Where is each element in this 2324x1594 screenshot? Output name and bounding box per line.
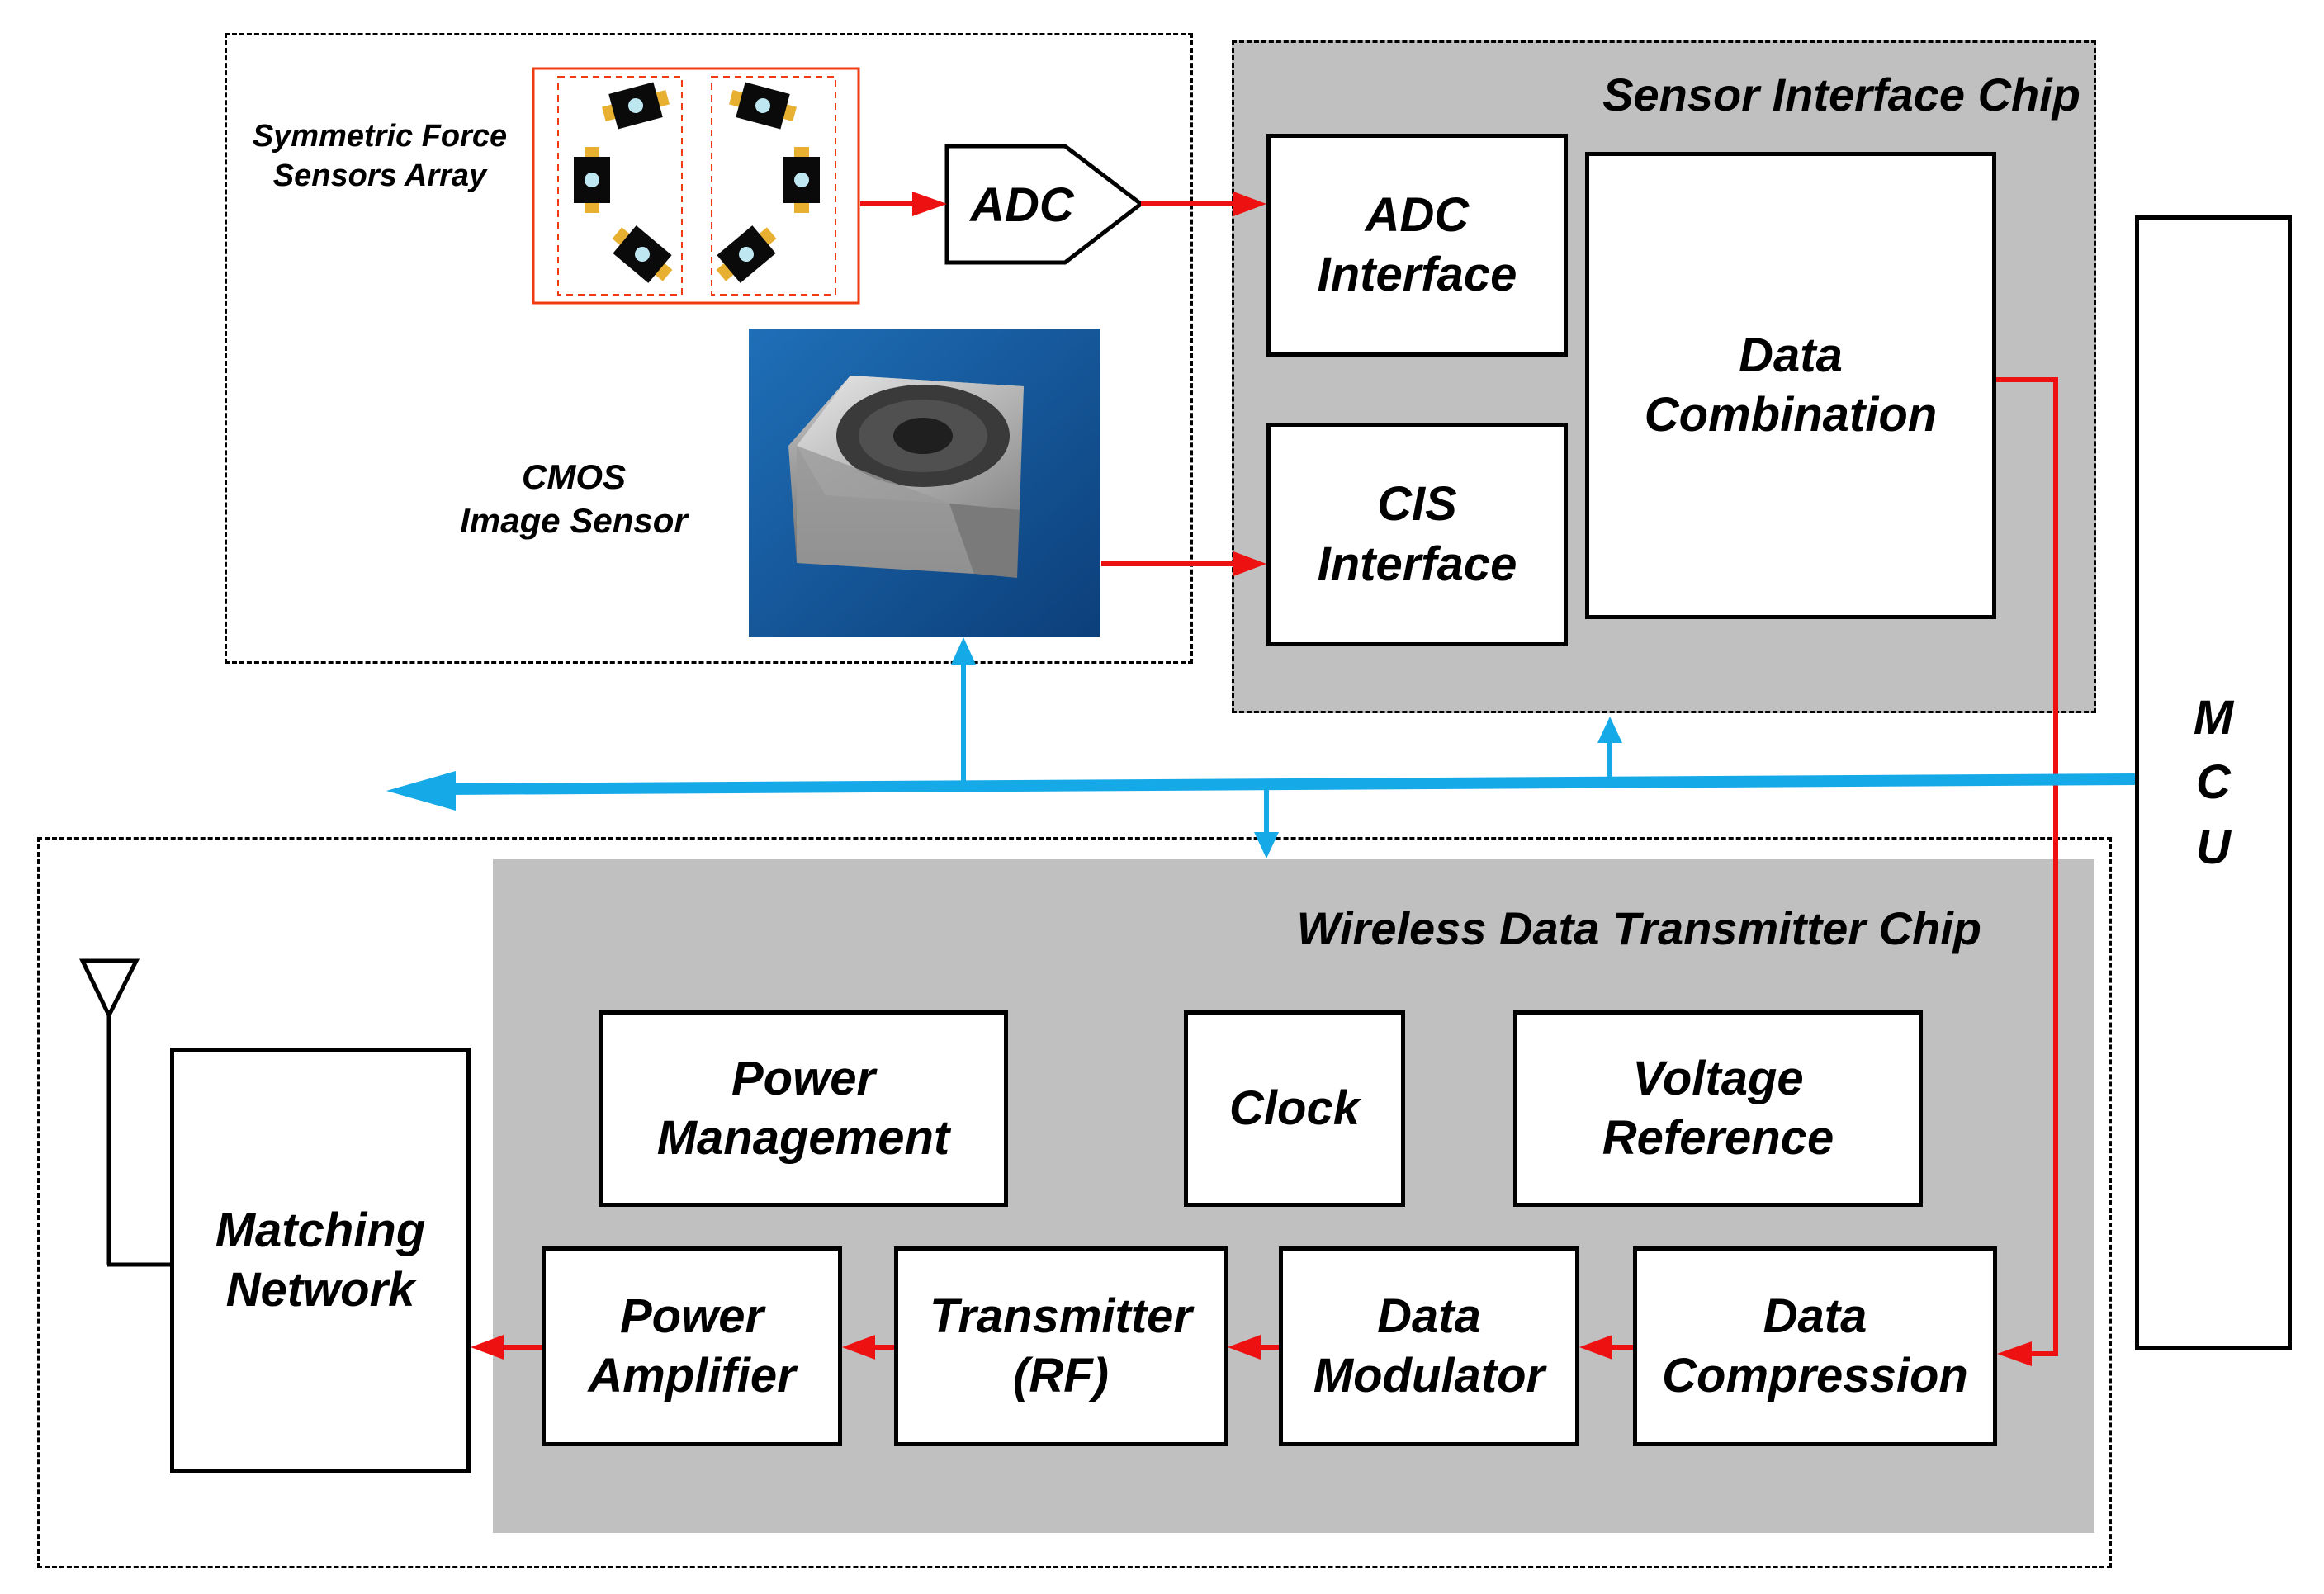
force-sensor-array-image — [532, 67, 860, 305]
matching-network-block: Matching Network — [170, 1048, 471, 1473]
power-amplifier-block: Power Amplifier — [542, 1246, 842, 1446]
data-compression-block: Data Compression — [1633, 1246, 1997, 1446]
cmos-image-sensor-image — [749, 329, 1100, 637]
wireless-transmitter-chip-title: Wireless Data Transmitter Chip — [1296, 902, 1981, 954]
signal-arrows — [499, 201, 2058, 1356]
clock-block: Clock — [1184, 1010, 1405, 1207]
power-management-block: Power Management — [599, 1010, 1008, 1207]
antenna-icon — [79, 958, 170, 1267]
sensor-group-border — [225, 33, 1193, 664]
control-bus — [445, 660, 2136, 838]
signal-arrowheads — [471, 192, 2032, 1366]
data-combination-block: Data Combination — [1585, 152, 1996, 619]
voltage-reference-block: Voltage Reference — [1513, 1010, 1923, 1207]
sensor-interface-chip-title: Sensor Interface Chip — [1602, 69, 2080, 121]
data-modulator-block: Data Modulator — [1279, 1246, 1579, 1446]
adc-interface-block: ADC Interface — [1266, 134, 1568, 357]
transmitter-group-border — [37, 837, 2112, 1568]
adc-label: ADC — [968, 178, 1075, 232]
transmitter-rf-block: Transmitter (RF) — [894, 1246, 1228, 1446]
control-bus-arrowheads — [386, 637, 1622, 858]
force-sensor-array-label: Symmetric Force Sensors Array — [252, 119, 508, 193]
adc-converter — [944, 144, 1145, 265]
cmos-sensor-label: CMOS Image Sensor — [460, 457, 688, 540]
cis-interface-block: CIS Interface — [1266, 423, 1568, 646]
mcu-block: M C U — [2135, 215, 2292, 1350]
